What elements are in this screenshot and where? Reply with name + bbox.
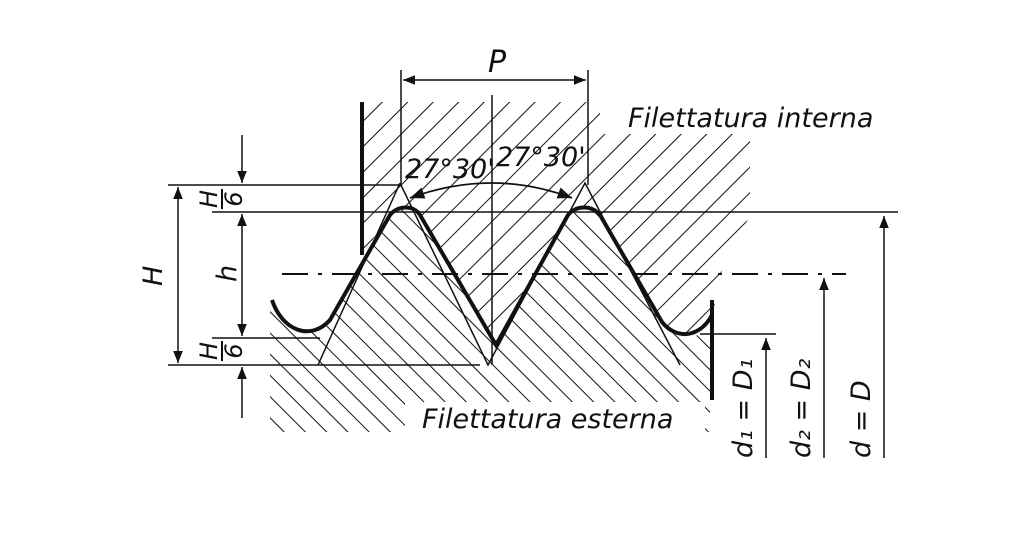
h6-bottom-fraction: H 6 [195, 341, 248, 361]
h6-top-fraction: H 6 [195, 189, 248, 209]
minor-diameter-label: d₁ = D₁ [728, 359, 759, 458]
flank-angle-right-label: 27°30' [496, 142, 586, 173]
internal-thread-section [362, 102, 750, 345]
internal-thread-label: Filettatura interna [628, 103, 873, 134]
pitch-diameter-label: d₂ = D₂ [786, 358, 817, 458]
external-thread-label: Filettatura esterna [422, 404, 673, 435]
svg-text:H: H [195, 342, 223, 360]
major-diameter-label: d = D [846, 380, 877, 458]
h-label: h [212, 265, 243, 282]
svg-text:6: 6 [220, 343, 248, 358]
svg-text:6: 6 [220, 191, 248, 206]
svg-text:H: H [195, 190, 223, 208]
flank-angle-left-label: 27°30' [405, 154, 495, 185]
H-label: H [138, 266, 169, 286]
thread-profile [270, 205, 714, 350]
external-thread-section [270, 207, 710, 432]
pitch-label: P [488, 45, 507, 80]
flank-angle-arc [409, 182, 573, 199]
